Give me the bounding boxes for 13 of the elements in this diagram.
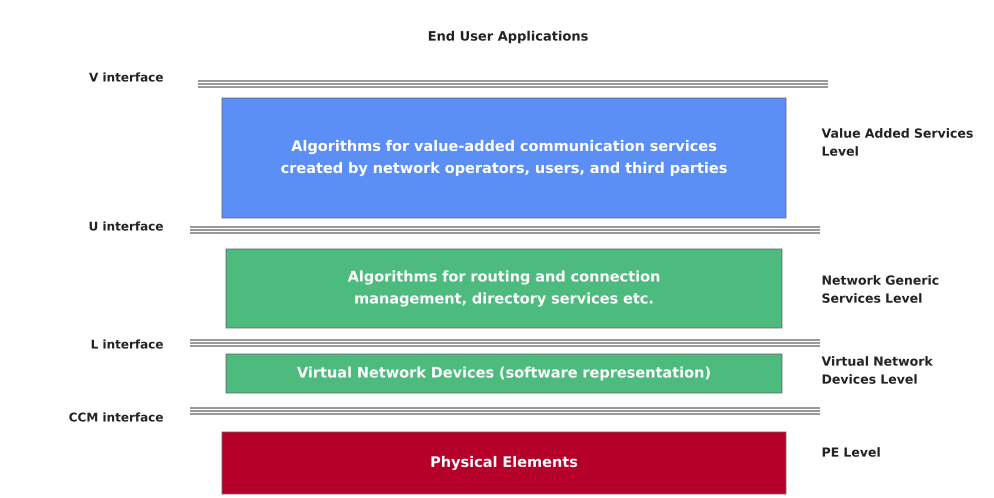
interface-label: U interface	[90, 221, 163, 231]
interface-label: CCM interface	[69, 412, 163, 422]
layer-box: Physical Elements	[222, 432, 786, 494]
level-label: PE Level	[822, 447, 880, 457]
layer-box: Virtual Network Devices (software representation)	[226, 354, 782, 394]
layer-box: Algorithms for routing and connection management, directory services etc.	[226, 248, 782, 328]
interface-label: V interface	[89, 72, 163, 82]
layer-box: Algorithms for value-added communication services created by network operators, users, and third parties	[222, 98, 786, 218]
interface-label: L interface	[92, 339, 163, 349]
level-label: Value Added Services Level	[822, 128, 973, 156]
heading: End User Applications	[428, 30, 588, 44]
level-label: Virtual Network Devices Level	[822, 356, 933, 384]
level-label: Network Generic Services Level	[822, 275, 938, 303]
